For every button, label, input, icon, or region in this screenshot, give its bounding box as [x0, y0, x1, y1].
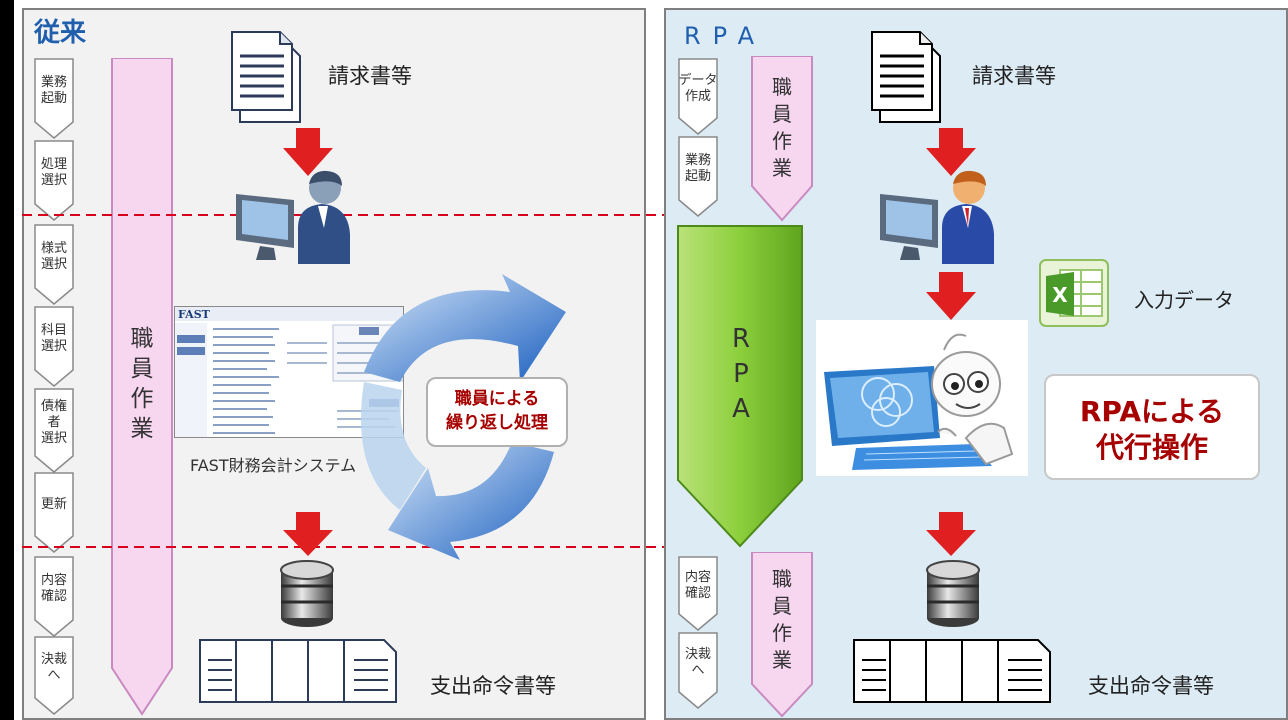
cycle-arrow-icon [360, 274, 566, 560]
chevron-shape [34, 556, 74, 637]
step-label: 様式 選択 [40, 241, 67, 272]
red-down-arrow-icon [926, 128, 976, 176]
step-label: 決裁 へ [40, 652, 67, 683]
rpa-title: RPA [684, 22, 767, 50]
staff-work-label-bottom: 職 員 作 業 [772, 567, 792, 672]
chevron-shape [678, 136, 718, 217]
conventional-step-4: 債権 者 選択 [34, 388, 74, 474]
step-label: 業務 起動 [40, 75, 67, 106]
conventional-step-6: 内容 確認 [34, 556, 74, 638]
rpa-step-bottom-1: 決裁 へ [678, 632, 718, 710]
chevron-shape [678, 58, 718, 135]
rpa-process-arrow [677, 225, 803, 548]
invoice-label-right: 請求書等 [972, 64, 1056, 88]
chevron-shape [34, 140, 74, 221]
step-label: 内容 確認 [40, 573, 67, 604]
payment-order-label-left: 支出命令書等 [430, 674, 556, 698]
invoice-label-left: 請求書等 [328, 64, 412, 88]
staff-work-label-top: 職 員 作 業 [772, 75, 792, 180]
chevron-shape [34, 224, 74, 305]
input-data-label: 入力データ [1134, 288, 1234, 312]
excel-icon: X [1039, 259, 1109, 327]
step-label: 更新 [40, 497, 67, 512]
fast-system-label: FAST財務会計システム [190, 456, 357, 475]
rpa-arrow-label: R P A [731, 324, 751, 424]
chevron-shape [34, 58, 74, 139]
conventional-step-2: 様式 選択 [34, 224, 74, 306]
conventional-step-7: 決裁 へ [34, 636, 74, 716]
chevron-shape [34, 636, 74, 715]
person-at-computer-icon [880, 170, 994, 264]
conventional-step-1: 処理 選択 [34, 140, 74, 222]
chevron-shape [34, 472, 74, 553]
svg-text:X: X [1052, 283, 1068, 307]
staff-work-bar [111, 58, 173, 716]
red-down-arrow-icon [926, 272, 976, 320]
staff-work-bar-bottom [751, 552, 813, 718]
dashed-divider-upper [22, 214, 1288, 216]
database-icon [926, 560, 980, 627]
step-label: 債権 者 選択 [40, 399, 67, 446]
conventional-step-5: 更新 [34, 472, 74, 554]
output-documents-icon [199, 639, 397, 703]
chevron-shape [34, 306, 74, 387]
chevron-shape [678, 632, 718, 709]
conventional-title: 従来 [34, 18, 87, 48]
database-icon [280, 560, 334, 627]
step-label: 処理 選択 [40, 157, 67, 188]
payment-order-label-right: 支出命令書等 [1088, 674, 1214, 698]
rpa-proxy-operation-callout: RPAによる 代行操作 [1044, 374, 1260, 480]
red-down-arrow-icon [283, 512, 333, 556]
red-down-arrow-icon [283, 128, 333, 176]
document-icon [871, 31, 941, 123]
document-icon [231, 31, 301, 123]
conventional-step-0: 業務 起動 [34, 58, 74, 140]
step-label: 決裁 へ [684, 647, 711, 678]
fast-logo: FAST [178, 308, 210, 321]
left-black-bar [0, 0, 14, 720]
step-label: 科目 選択 [40, 323, 67, 354]
conventional-step-3: 科目 選択 [34, 306, 74, 388]
staff-work-label: 職 員 作 業 [130, 326, 154, 442]
repeat-processing-callout: 職員による 繰り返し処理 [426, 377, 568, 447]
step-label: データ 作成 [678, 73, 718, 104]
chevron-shape [678, 556, 718, 631]
output-documents-icon [853, 639, 1051, 703]
rpa-step-top-0: データ 作成 [678, 58, 718, 136]
robot-icon [824, 333, 1014, 470]
chevron-shape [34, 388, 74, 473]
person-at-computer-icon [236, 170, 350, 264]
staff-work-bar-top [751, 56, 813, 222]
step-label: 業務 起動 [684, 153, 711, 184]
step-label: 内容 確認 [684, 570, 711, 601]
rpa-step-bottom-0: 内容 確認 [678, 556, 718, 632]
dashed-divider-lower [22, 546, 1288, 548]
red-down-arrow-icon [926, 512, 976, 556]
rpa-step-top-1: 業務 起動 [678, 136, 718, 218]
